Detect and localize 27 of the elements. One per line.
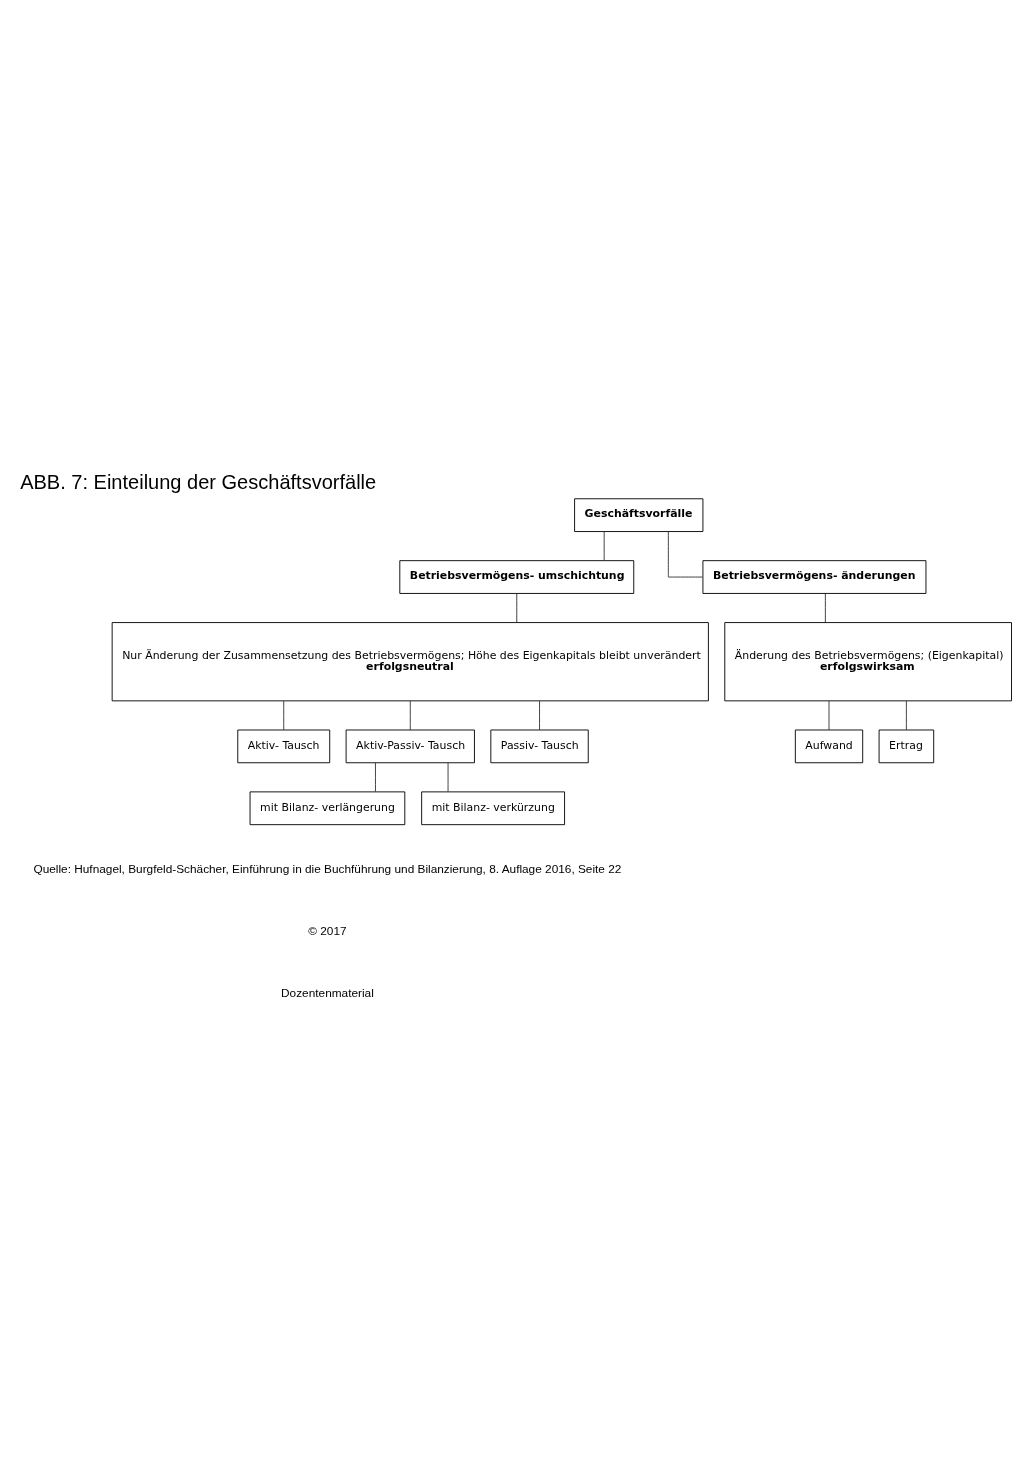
- diagram-title: ABB. 7: Einteilung der Geschäftsvorfälle: [20, 470, 377, 493]
- node-box: Betriebsvermögens- änderungen: [702, 559, 927, 594]
- connector: [447, 762, 449, 792]
- node-box: Nur Änderung der Zusammensetzung des Betriebsvermögens; Höhe des Eigenkapitals bleibt unverändert erfolgsneutral: [111, 621, 709, 701]
- connector: [409, 700, 411, 730]
- connector: [539, 700, 540, 730]
- node-box: mit Bilanz- verkürzung: [421, 790, 566, 825]
- label: © 2017: [308, 923, 347, 938]
- connector: [516, 592, 518, 623]
- connector: [905, 700, 907, 730]
- node-box: Änderung des Betriebsvermögens; (Eigenkapital) erfolgswirksam: [724, 621, 1012, 701]
- connector: [283, 700, 285, 730]
- node-box: Aktiv-Passiv- Tausch: [345, 729, 475, 763]
- node-box: Passiv- Tausch: [490, 729, 589, 763]
- node-box: mit Bilanz- verlängerung: [249, 790, 406, 825]
- node-box: Aufwand: [794, 729, 864, 763]
- node-box: Betriebsvermögens- umschichtung: [399, 559, 635, 594]
- label: Quelle: Hufnagel, Burgfeld-Schächer, Einführung in die Buchführung und Bilanzierung, 8. Auflage 2016, Seite 22: [33, 861, 622, 876]
- connector: [375, 762, 376, 792]
- connector: [824, 592, 826, 623]
- connector: [828, 700, 830, 730]
- node-box: Geschäftsvorfälle: [574, 497, 704, 532]
- label: Dozentenmaterial: [281, 985, 374, 1000]
- node-box: Ertrag: [878, 729, 935, 763]
- connector: [603, 530, 605, 561]
- connector: [667, 530, 704, 577]
- node-box: Aktiv- Tausch: [237, 729, 331, 763]
